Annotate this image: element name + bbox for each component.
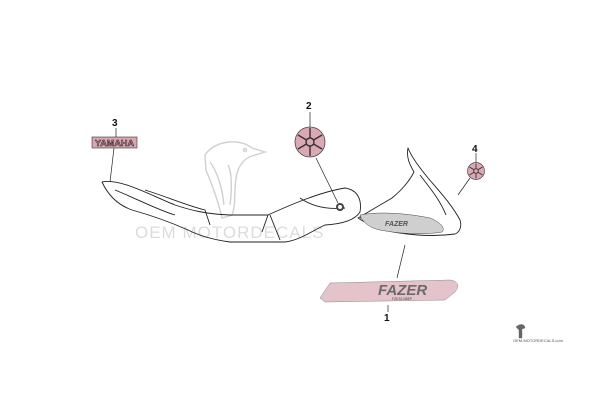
decal-2-emblem xyxy=(294,126,326,158)
fazer-decal-text: FAZER xyxy=(378,282,427,299)
tank-tail-outline xyxy=(101,180,361,243)
footer-site-text: OEM-MOTORDECALS.com xyxy=(513,338,564,343)
decal-4-emblem xyxy=(467,162,485,180)
tuning-fork-emblem-icon xyxy=(469,163,483,179)
tuning-fork-emblem-icon xyxy=(297,128,323,156)
tank-emblem-icon xyxy=(336,203,344,211)
callout-3: 3 xyxy=(112,118,118,129)
callout-4: 4 xyxy=(472,144,478,155)
callout-2: 2 xyxy=(306,101,312,112)
bird-watermark-icon xyxy=(204,141,268,219)
leader-lines xyxy=(109,112,477,312)
oem-logo-icon xyxy=(515,324,526,339)
callout-1: 1 xyxy=(384,313,390,324)
yamaha-badge-text: YAMAHA xyxy=(95,138,134,148)
decal-1-fazer: FAZER FZ6 S2 NBEP xyxy=(319,279,458,303)
decal-3-yamaha-badge: YAMAHA xyxy=(91,136,138,149)
side-fairing-decal: FAZER xyxy=(359,212,444,234)
side-fairing-fazer-text: FAZER xyxy=(385,221,408,228)
fazer-decal-subtext: FZ6 S2 NBEP xyxy=(392,297,412,301)
